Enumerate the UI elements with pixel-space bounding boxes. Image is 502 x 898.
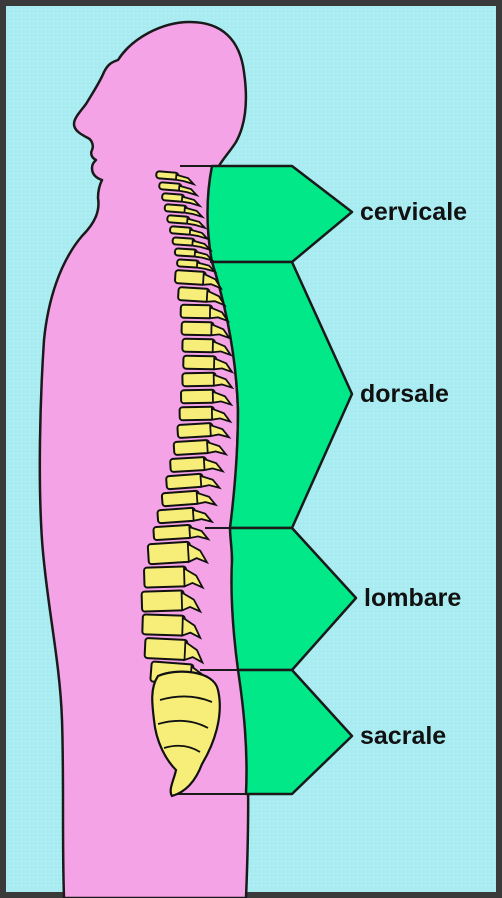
vertebral-body <box>182 322 214 336</box>
vertebral-body <box>144 566 187 587</box>
vertebral-body <box>182 373 216 387</box>
vertebral-body <box>180 407 215 421</box>
vertebral-body <box>174 440 210 455</box>
vertebral-body <box>166 474 203 490</box>
region-label-thoracic: dorsale <box>360 380 449 408</box>
vertebral-body <box>153 525 192 540</box>
vertebral-body <box>162 491 200 507</box>
vertebral-body <box>167 215 189 224</box>
vertebral-body <box>170 226 192 235</box>
vertebral-body <box>145 638 188 660</box>
vertebral-body <box>162 193 184 202</box>
vertebral-body <box>142 614 185 635</box>
vertebral-body <box>157 508 195 524</box>
vertebral-body <box>165 204 187 213</box>
vertebral-body <box>181 305 213 319</box>
vertebral-body <box>175 248 197 256</box>
vertebral-body <box>178 287 210 302</box>
vertebral-body <box>170 457 207 472</box>
vertebral-body <box>177 423 213 438</box>
vertebral-body <box>177 259 199 267</box>
region-label-cervical: cervicale <box>360 198 467 226</box>
vertebral-body <box>181 390 215 404</box>
vertebral-body <box>172 237 194 246</box>
vertebral-body <box>182 339 215 353</box>
vertebral-body <box>183 356 216 370</box>
region-label-lumbar: lombare <box>364 584 461 612</box>
vertebral-body <box>142 590 185 611</box>
vertebral-body <box>175 270 206 285</box>
region-label-sacral: sacrale <box>360 722 446 750</box>
vertebral-body <box>148 542 191 565</box>
